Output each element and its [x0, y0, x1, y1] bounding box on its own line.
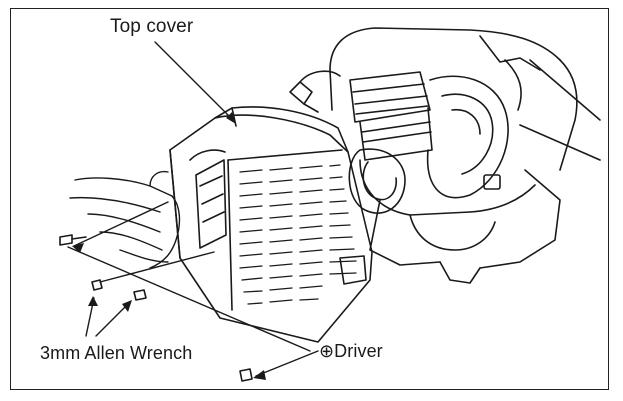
top-cover-part: [169, 106, 373, 343]
driver-label: ⊕Driver: [319, 341, 383, 361]
arrow-heads: [72, 112, 266, 380]
hand-illustration: [69, 170, 181, 269]
screw-bottom: [239, 368, 253, 382]
cover-vent-slots: [239, 164, 357, 305]
screw-left-mid: [91, 279, 103, 291]
top-cover-label: Top cover: [110, 16, 194, 37]
leader-lines: [67, 41, 319, 377]
figure-frame: [10, 8, 609, 390]
screw-left-top: [59, 234, 87, 246]
screw-right-mid: [133, 289, 147, 301]
allen-wrench-label: 3mm Allen Wrench: [40, 343, 193, 363]
engine-body: [289, 27, 601, 284]
